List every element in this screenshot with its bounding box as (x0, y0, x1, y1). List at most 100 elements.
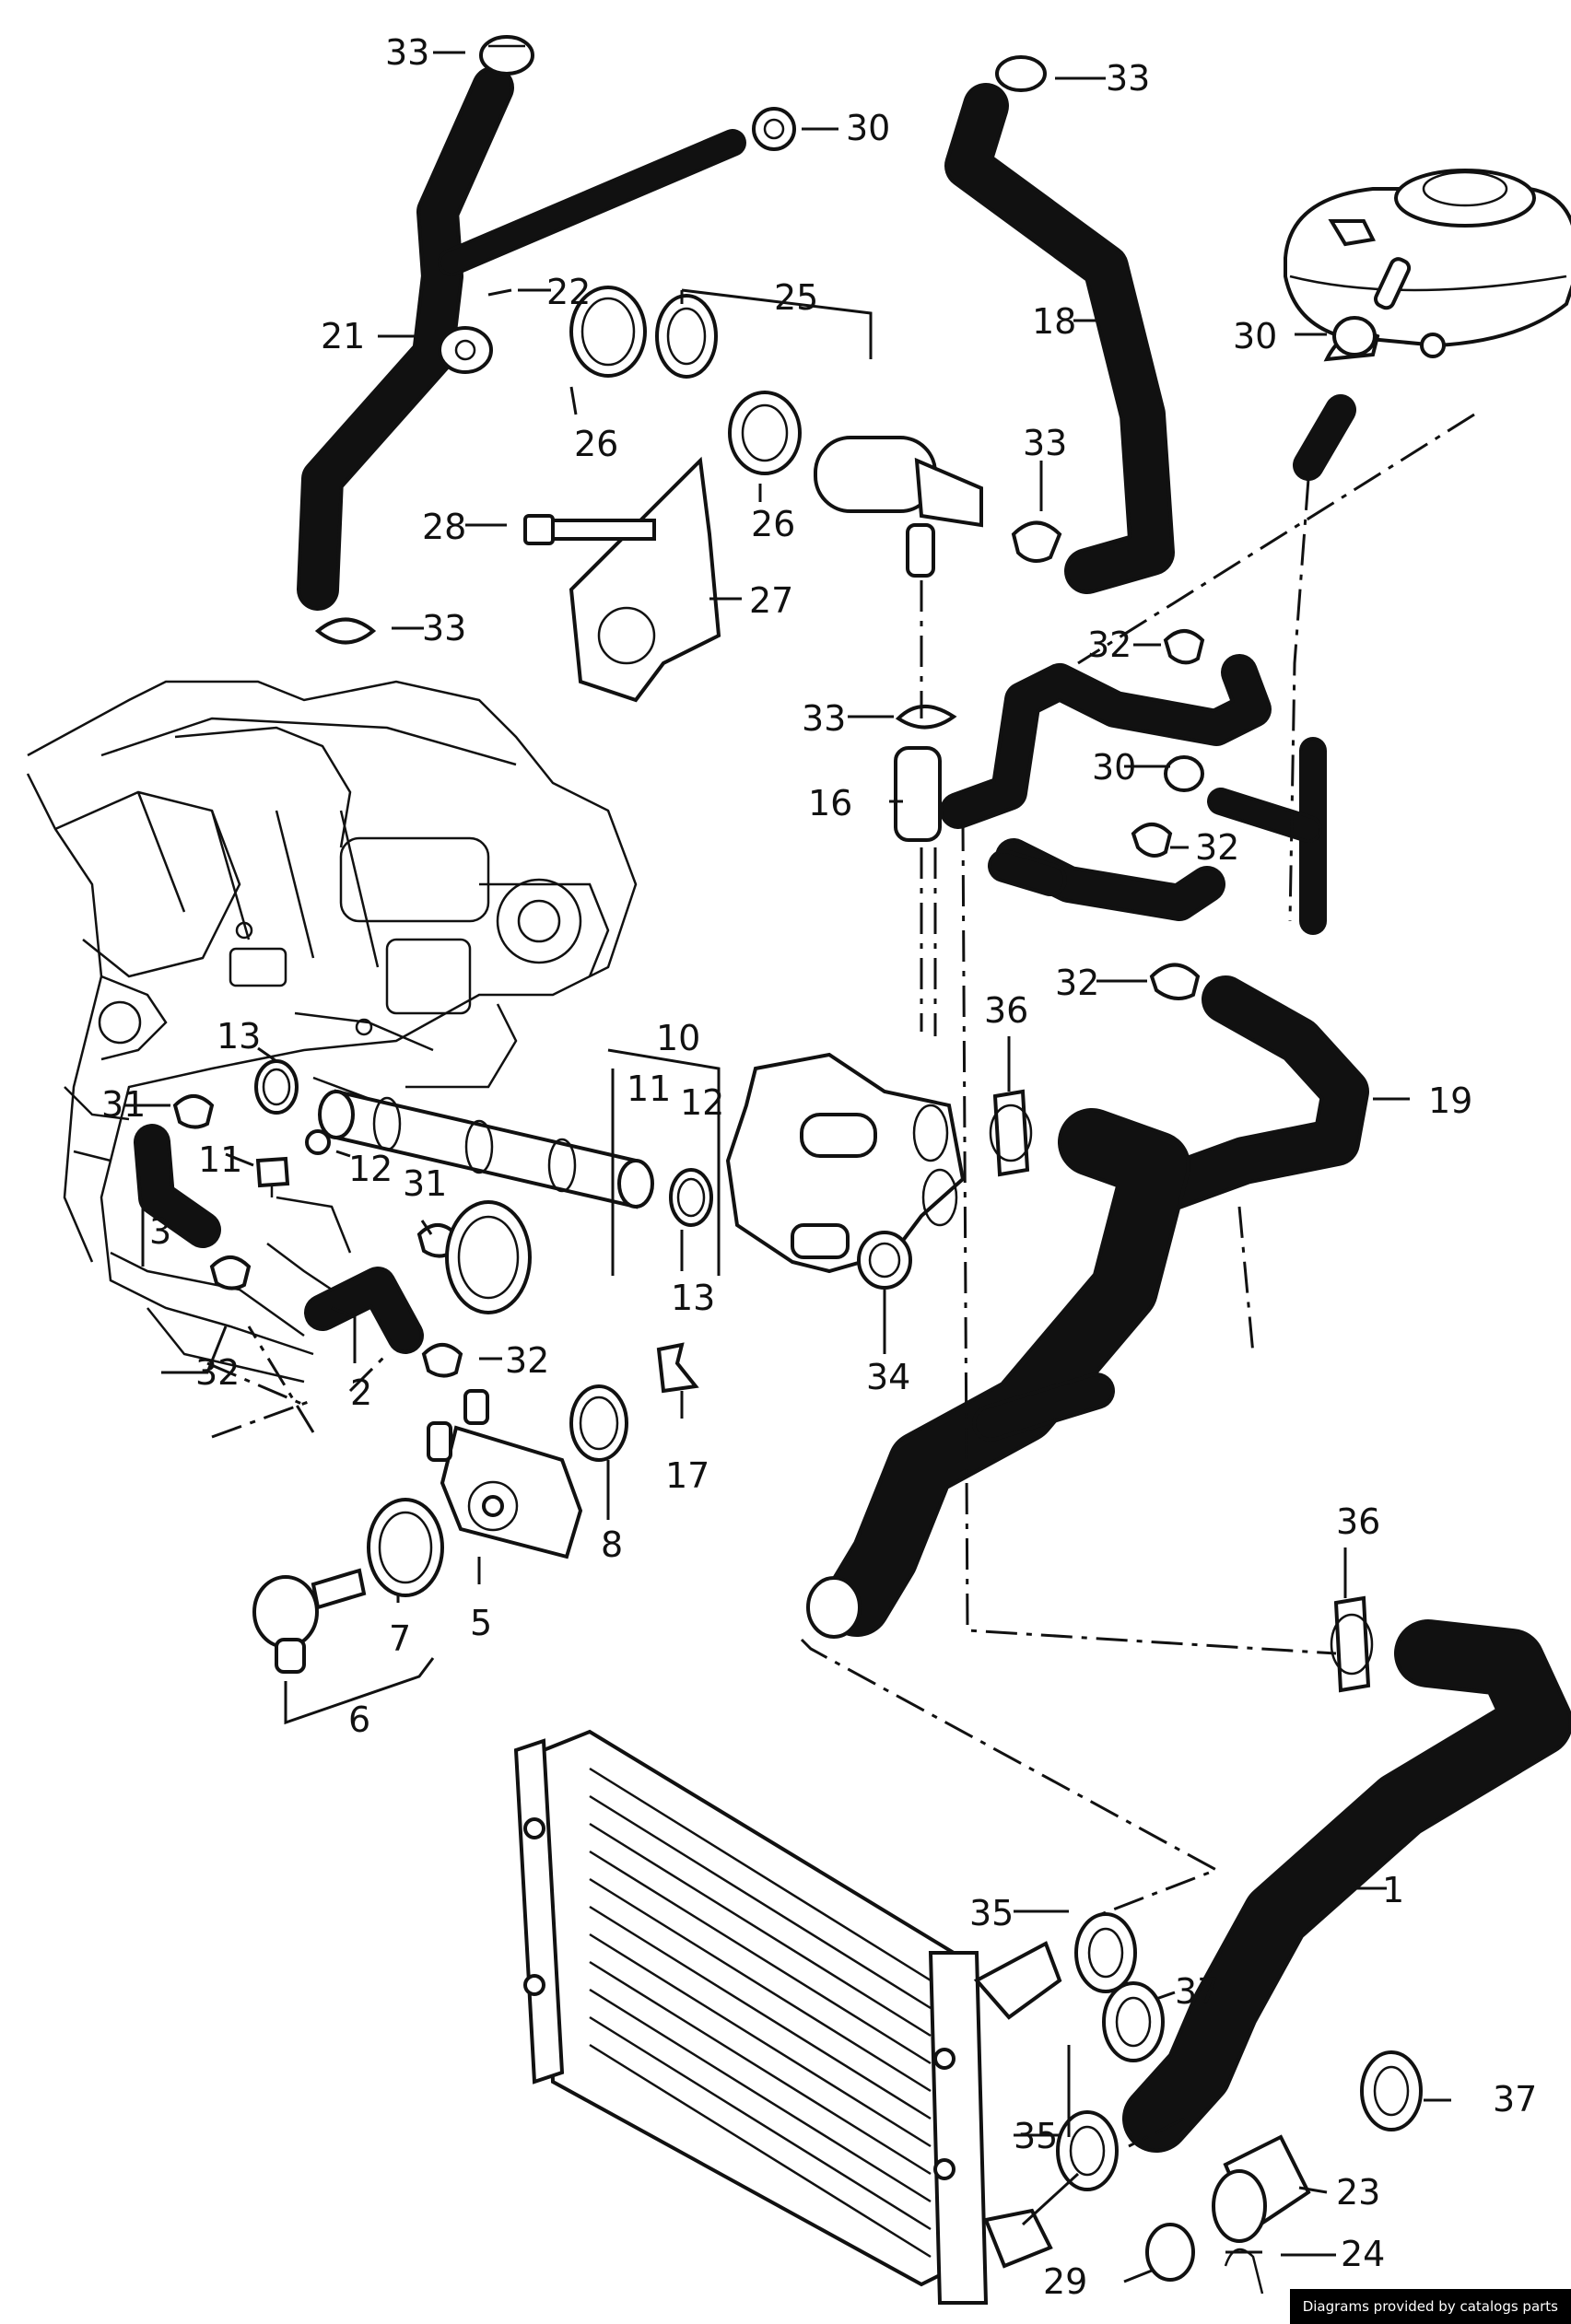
clamp-36-a (989, 1089, 1033, 1177)
label-12a: 12 (680, 1082, 724, 1123)
label-1: 1 (1382, 1870, 1404, 1910)
pump-25 (814, 436, 983, 578)
credit-banner: Diagrams provided by catalogs parts (1289, 2289, 1571, 2324)
small-parts (172, 35, 1423, 2295)
label-13a: 13 (217, 1016, 261, 1057)
label-30b: 30 (1233, 316, 1277, 356)
clamp-32-d (209, 1255, 252, 1290)
callout-labels: 33 33 30 22 21 25 18 30 26 33 26 28 27 3… (101, 32, 1537, 2302)
label-3: 3 (149, 1211, 171, 1252)
clamp-32-a (1163, 629, 1205, 665)
engine-block (26, 680, 638, 1384)
clamp-35-a (1074, 1912, 1137, 1993)
clamp-31-a (172, 1094, 215, 1129)
label-29: 29 (1043, 2261, 1087, 2302)
label-33e: 33 (802, 698, 846, 739)
label-12b: 12 (348, 1149, 393, 1189)
label-30a: 30 (846, 108, 890, 148)
label-30c: 30 (1092, 747, 1136, 788)
label-32c: 32 (1055, 963, 1099, 1003)
hose-lower-large (806, 1108, 1190, 1639)
clamp-35-b (1056, 2110, 1119, 2191)
hose-heater-loop (940, 654, 1272, 921)
label-5: 5 (470, 1603, 492, 1643)
cap-24 (1224, 2248, 1264, 2295)
ring-31 (445, 1200, 532, 1314)
label-6: 6 (348, 1699, 370, 1740)
label-11a: 11 (627, 1069, 671, 1109)
label-26b: 26 (751, 504, 795, 544)
clamp-37-a (1102, 1981, 1165, 2062)
leader-lines (124, 51, 1475, 2283)
seal-13-a (254, 1059, 299, 1115)
plug-11 (255, 1156, 290, 1197)
label-37a: 37 (1175, 1971, 1219, 2012)
label-26a: 26 (574, 424, 618, 464)
label-8: 8 (601, 1524, 623, 1565)
clamp-36-b (1330, 1595, 1374, 1693)
clamp-33-top-left (479, 35, 534, 76)
clamp-33-lower-left (314, 617, 377, 645)
label-32d: 32 (195, 1352, 240, 1393)
thermostat-housing (725, 1052, 966, 1274)
label-33a: 33 (385, 32, 429, 73)
hose-21 (297, 66, 746, 611)
hose-3 (134, 1124, 221, 1248)
coolant-pipe-10 (318, 1089, 654, 1209)
hose-19 (1119, 975, 1369, 1221)
clamp-33-middle (895, 705, 957, 730)
bolt-6 (252, 1568, 367, 1674)
ring-26-b (728, 391, 802, 475)
label-11b: 11 (198, 1139, 242, 1180)
clamp-32-e (421, 1343, 463, 1378)
label-31b: 31 (403, 1163, 447, 1204)
connector-23 (1212, 2134, 1311, 2243)
hose-reservoir-return (1207, 394, 1356, 935)
oil-cooler-5 (427, 1389, 583, 1559)
label-33c: 33 (1023, 423, 1067, 463)
label-23: 23 (1336, 2172, 1380, 2213)
clamp-30-b (1164, 755, 1204, 792)
label-22: 22 (546, 272, 591, 312)
seal-8 (569, 1384, 628, 1462)
clamp-32-b (1131, 823, 1173, 858)
label-13b: 13 (671, 1278, 715, 1318)
ring-25 (655, 294, 718, 379)
label-25: 25 (774, 277, 818, 318)
label-33d: 33 (422, 608, 466, 648)
fitting-22 (438, 326, 493, 374)
label-32a: 32 (1087, 625, 1131, 665)
radiator (513, 1729, 1062, 2305)
label-32b: 32 (1195, 827, 1239, 868)
label-32e: 32 (505, 1340, 549, 1381)
label-19: 19 (1428, 1080, 1472, 1121)
seal-13-b (669, 1168, 713, 1227)
seal-7 (367, 1498, 444, 1597)
clamp-32-c (1149, 963, 1201, 1000)
label-36a: 36 (984, 990, 1028, 1031)
clamp-30-top (752, 107, 796, 151)
label-28: 28 (422, 507, 466, 547)
label-33b: 33 (1106, 58, 1150, 99)
label-35a: 35 (969, 1893, 1014, 1933)
label-31a: 31 (101, 1084, 146, 1125)
clamp-33-top-right (995, 55, 1047, 92)
seal-29 (1145, 2223, 1195, 2282)
label-2: 2 (350, 1372, 372, 1413)
clip-17 (656, 1342, 699, 1394)
label-16: 16 (808, 783, 852, 823)
clamp-37-b (1360, 2050, 1423, 2131)
label-34: 34 (866, 1357, 910, 1397)
label-36b: 36 (1336, 1501, 1380, 1542)
expansion-tank (1284, 169, 1571, 362)
hose-2 (304, 1267, 424, 1354)
label-10: 10 (656, 1018, 700, 1058)
bracket-27 (569, 456, 721, 703)
seal-12 (305, 1129, 331, 1155)
hose-1 (1122, 1619, 1571, 2153)
label-35b: 35 (1014, 2116, 1058, 2156)
pipe-16 (894, 746, 942, 842)
label-21: 21 (321, 316, 365, 356)
clamp-34 (857, 1231, 912, 1290)
